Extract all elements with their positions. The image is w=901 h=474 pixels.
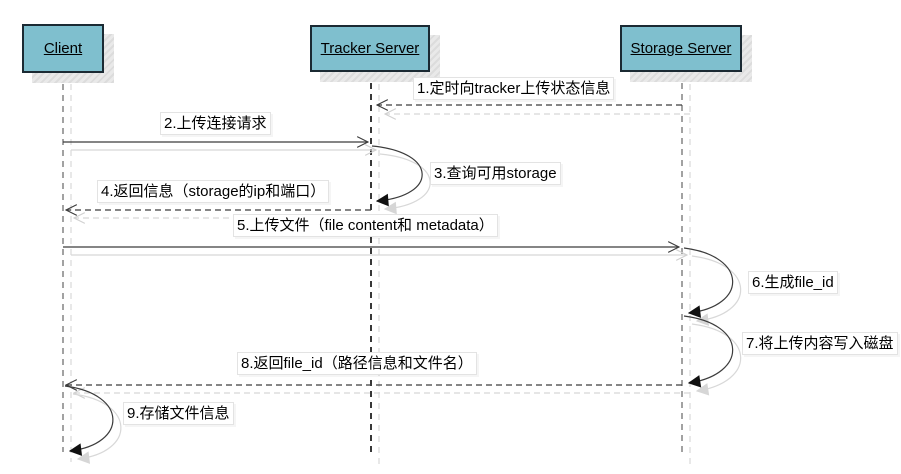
actor-client: Client — [22, 24, 104, 73]
actor-storage-server-label: Storage Server — [630, 40, 732, 57]
message-6-label: 6.生成file_id — [748, 271, 838, 294]
message-7-self-arrow — [683, 315, 734, 383]
message-2-label: 2.上传连接请求 — [160, 112, 271, 135]
message-3-self-arrow — [371, 145, 423, 201]
message-3-label: 3.查询可用storage — [430, 162, 561, 185]
message-8-label: 8.返回file_id（路径信息和文件名） — [237, 352, 477, 375]
lifeline-shadows — [70, 84, 691, 466]
message-4-label: 4.返回信息（storage的ip和端口） — [97, 180, 330, 203]
actor-storage-server: Storage Server — [620, 25, 742, 72]
message-9-label: 9.存储文件信息 — [123, 402, 234, 425]
message-1-label: 1.定时向tracker上传状态信息 — [413, 77, 615, 100]
actor-client-label: Client — [43, 40, 83, 57]
message-5-label: 5.上传文件（file content和 metadata） — [233, 214, 498, 237]
message-7-label: 7.将上传内容写入磁盘 — [742, 332, 898, 355]
message-6-self-arrow — [683, 247, 734, 313]
actor-tracker-server-label: Tracker Server — [320, 40, 420, 57]
actor-tracker-server: Tracker Server — [310, 25, 430, 72]
message-9-self-arrow — [64, 385, 114, 451]
